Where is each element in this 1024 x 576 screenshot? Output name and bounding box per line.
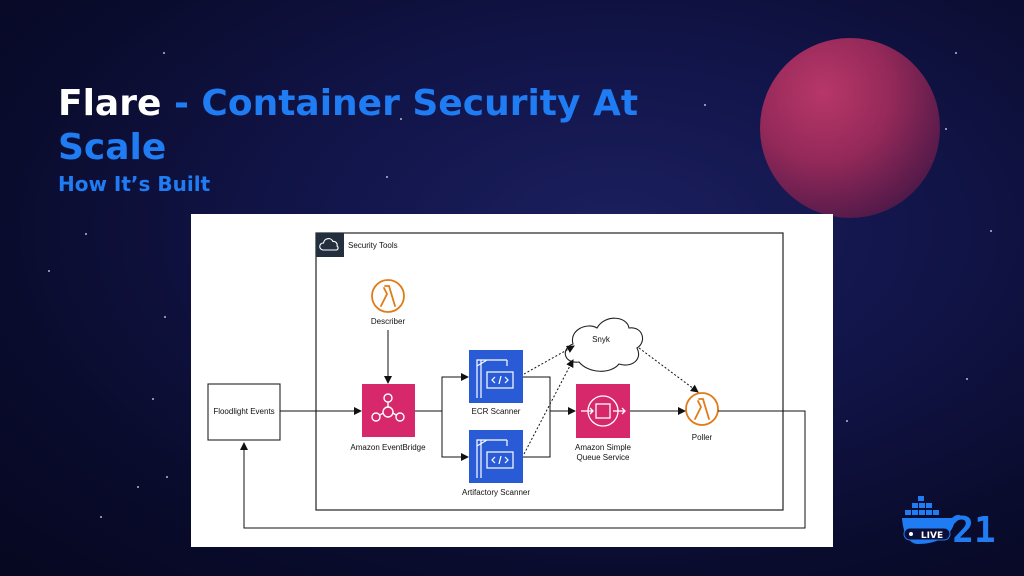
arrow-eventbridge-artifactory (441, 411, 469, 461)
star (966, 378, 968, 380)
node-snyk: Snyk (564, 317, 644, 372)
logo-live-text: LIVE (921, 531, 943, 541)
arrow-poller-floodlight (240, 410, 806, 529)
architecture-diagram: Security Tools Floodlight Events Describ… (191, 214, 833, 547)
node-describer: Describer (371, 279, 406, 326)
node-ecr-scanner: ECR Scanner (469, 350, 523, 416)
logo-number: 21 (952, 510, 995, 551)
container-crane-icon (476, 359, 514, 398)
security-tools-group: Security Tools (315, 232, 784, 511)
star (990, 230, 992, 232)
slide-title: Flare - Container Security At Scale (58, 82, 718, 170)
group-label: Security Tools (348, 241, 398, 250)
container-crane-icon (476, 439, 514, 478)
star (164, 316, 166, 318)
star (137, 486, 139, 488)
dotted-artifactory-snyk (523, 359, 574, 455)
slide-subtitle: How It’s Built (58, 172, 211, 196)
artifactory-scanner-label: Artifactory Scanner (462, 488, 530, 497)
arrow-eventbridge-ecr (415, 373, 469, 412)
snyk-label: Snyk (592, 335, 611, 344)
planet-decoration (760, 38, 940, 218)
lambda-icon (371, 279, 405, 313)
star (386, 176, 388, 178)
node-eventbridge: Amazon EventBridge (350, 384, 426, 452)
line-artifactory-merge (523, 411, 551, 458)
sqs-label-line1: Amazon Simple (575, 443, 632, 452)
eventbridge-label: Amazon EventBridge (350, 443, 426, 452)
floodlight-label: Floodlight Events (213, 407, 274, 416)
star (48, 270, 50, 272)
title-accent: - Container Security At Scale (58, 83, 639, 168)
dotted-ecr-snyk (523, 345, 575, 375)
ecr-scanner-label: ECR Scanner (472, 407, 521, 416)
cloud-icon (316, 233, 344, 257)
describer-label: Describer (371, 317, 406, 326)
node-sqs: Amazon Simple Queue Service (575, 384, 632, 462)
star (100, 516, 102, 518)
docker-live-21-logo: LIVE 21 (902, 496, 996, 551)
cloud-shape (564, 317, 644, 372)
star (945, 128, 947, 130)
poller-label: Poller (692, 433, 713, 442)
diagram-canvas: Security Tools Floodlight Events Describ… (207, 232, 806, 529)
star (704, 104, 706, 106)
star (955, 52, 957, 54)
node-poller: Poller (685, 392, 719, 442)
star (152, 398, 154, 400)
eventbridge-icon (371, 393, 405, 422)
star (166, 476, 168, 478)
star (163, 52, 165, 54)
title-main: Flare (58, 83, 162, 124)
sqs-label-line2: Queue Service (577, 453, 630, 462)
node-artifactory-scanner: Artifactory Scanner (462, 430, 530, 497)
node-floodlight-events: Floodlight Events (207, 383, 281, 441)
connectors (240, 330, 806, 529)
queue-icon (581, 395, 626, 427)
star (400, 118, 402, 120)
dotted-snyk-poller (638, 347, 699, 393)
star (85, 233, 87, 235)
star (846, 420, 848, 422)
line-ecr-merge (523, 376, 551, 411)
lambda-icon (685, 392, 719, 426)
